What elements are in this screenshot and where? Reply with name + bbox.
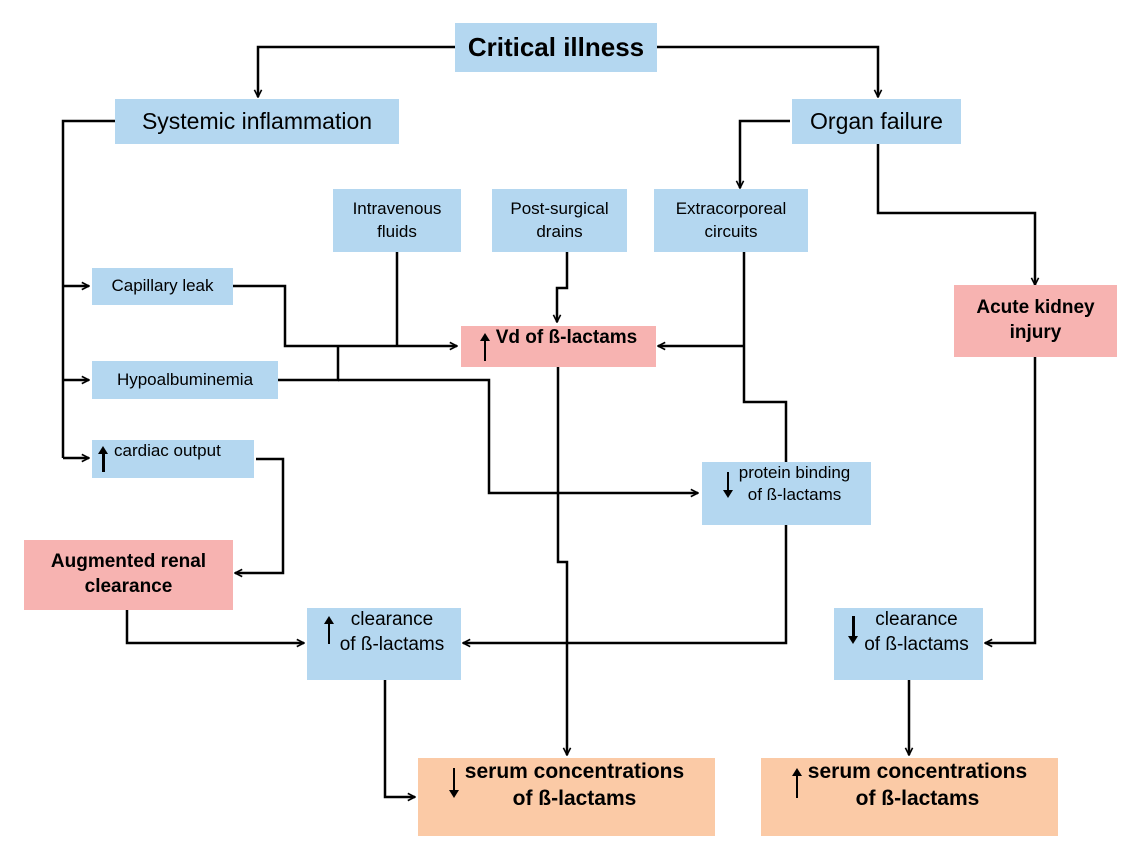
- increase-arrow-icon: [323, 616, 334, 644]
- capillary-leak-node: Capillary leak: [92, 268, 233, 305]
- capillary-leak-label: Capillary leak: [111, 276, 214, 296]
- decreased-clearance-node: clearance of ß-lactams: [834, 608, 983, 680]
- edge-cardiac-to-arc: [235, 457, 285, 573]
- edge-hypoalbuminemia-to-protein: [338, 378, 698, 493]
- systemic-inflammation-label: Systemic inflammation: [141, 107, 373, 134]
- vd-beta-lactams-label: Vd of ß-lactams: [495, 327, 638, 348]
- hypoalbuminemia-node: Hypoalbuminemia: [92, 361, 278, 399]
- edge-capillary-to-vd: [233, 284, 457, 346]
- decreased-serum-concentrations-node: serum concentrations of ß-lactams: [418, 758, 715, 836]
- edge-organ-to-aki: [876, 142, 1035, 285]
- edge-aki-to-decreased-clearance: [985, 357, 1037, 643]
- increased-clearance-label: clearance of ß-lactams: [339, 609, 445, 655]
- organ-failure-node: Organ failure: [792, 99, 961, 144]
- post-surgical-drains-node: Post-surgical drains: [492, 189, 627, 252]
- edge-increased-clearance-to-decreased-serum: [383, 680, 415, 797]
- extracorporeal-circuits-label: Extracorporeal circuits: [675, 199, 787, 241]
- protein-binding-node: protein binding of ß-lactams: [702, 462, 871, 525]
- edge-extracorporeal-trunk: [742, 252, 788, 462]
- organ-failure-label: Organ failure: [810, 107, 943, 134]
- edge-critical-to-organ: [657, 45, 878, 97]
- edge-critical-to-systemic: [258, 45, 455, 97]
- acute-kidney-injury-node: Acute kidney injury: [954, 285, 1117, 357]
- critical-illness-label: Critical illness: [467, 31, 645, 62]
- intravenous-fluids-label: Intravenous fluids: [352, 199, 442, 241]
- cardiac-output-node: cardiac output: [92, 440, 254, 478]
- increase-arrow-icon: [98, 446, 108, 472]
- increase-arrow-icon: [791, 768, 802, 798]
- edge-vd-to-decreased-serum: [556, 366, 567, 755]
- decrease-arrow-icon: [848, 616, 859, 644]
- augmented-renal-clearance-node: Augmented renal clearance: [24, 540, 233, 610]
- edge-arc-to-increased-clearance: [125, 610, 304, 643]
- increased-serum-concentrations-node: serum concentrations of ß-lactams: [761, 758, 1058, 836]
- increased-clearance-node: clearance of ß-lactams: [307, 608, 461, 680]
- increase-arrow-icon: [479, 332, 490, 361]
- edge-hypoalbuminemia-junction: [277, 346, 340, 382]
- edge-protein-to-increased-clearance: [463, 525, 788, 643]
- decrease-arrow-icon: [448, 768, 459, 798]
- augmented-renal-clearance-label: Augmented renal clearance: [50, 551, 207, 597]
- edge-organ-to-extracorporeal: [740, 119, 790, 188]
- edge-systemic-trunk: [61, 119, 115, 458]
- vd-beta-lactams-node: Vd of ß-lactams: [461, 326, 656, 367]
- post-surgical-drains-label: Post-surgical drains: [510, 199, 609, 241]
- edge-drains-to-vd: [557, 252, 569, 322]
- protein-binding-label: protein binding of ß-lactams: [738, 463, 851, 505]
- cardiac-output-label: cardiac output: [114, 441, 221, 460]
- decreased-serum-concentrations-label: serum concentrations of ß-lactams: [464, 760, 685, 811]
- critical-illness-node: Critical illness: [455, 23, 657, 72]
- extracorporeal-circuits-node: Extracorporeal circuits: [654, 189, 808, 252]
- decrease-arrow-icon: [722, 472, 733, 498]
- systemic-inflammation-node: Systemic inflammation: [115, 99, 399, 144]
- increased-serum-concentrations-label: serum concentrations of ß-lactams: [807, 760, 1028, 811]
- hypoalbuminemia-label: Hypoalbuminemia: [116, 369, 254, 389]
- acute-kidney-injury-label: Acute kidney injury: [976, 297, 1095, 343]
- intravenous-fluids-node: Intravenous fluids: [333, 189, 461, 252]
- decreased-clearance-label: clearance of ß-lactams: [864, 609, 969, 655]
